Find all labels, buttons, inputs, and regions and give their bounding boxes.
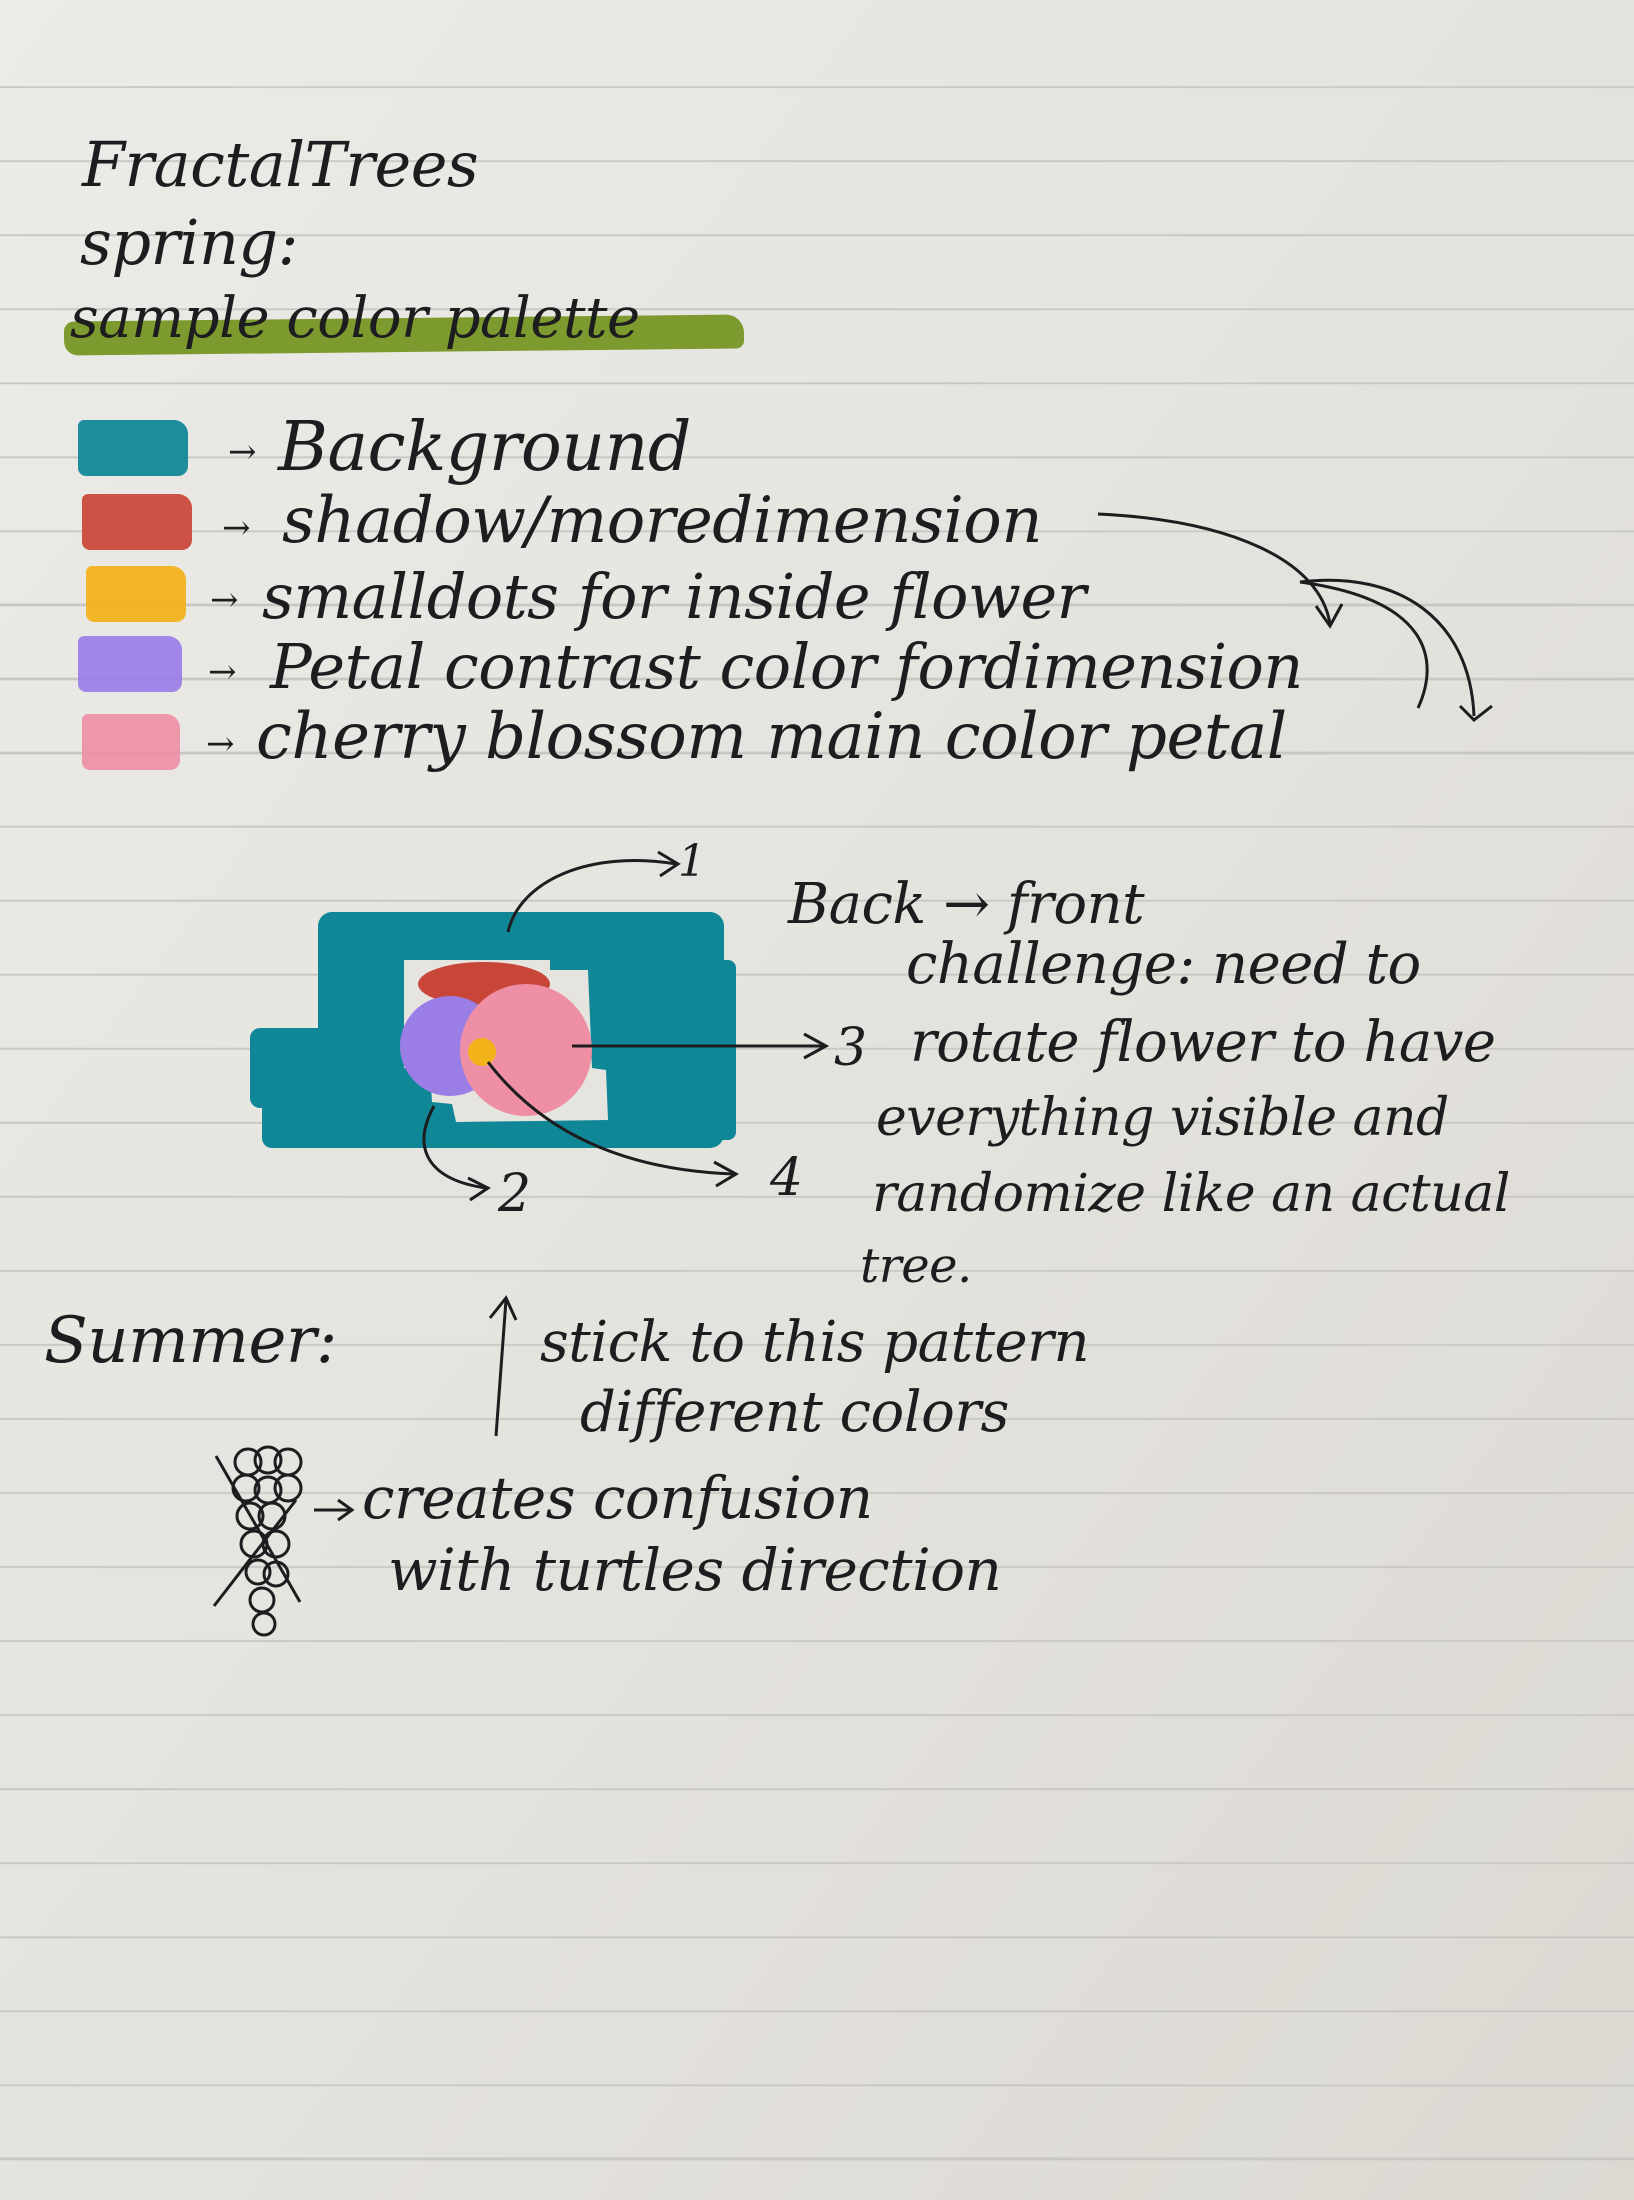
diagram-label-3: 3	[834, 1018, 867, 1078]
page-title: FractalTrees	[82, 128, 479, 201]
legend-label-cherry: cherry blossom main color petal	[256, 700, 1287, 774]
legend-arrow-icon: →	[208, 652, 237, 692]
note-line-5: randomize like an actual	[872, 1164, 1510, 1224]
crossed-note-line-2: with turtles direction	[388, 1536, 1002, 1604]
note-line-3: rotate flower to have	[910, 1010, 1496, 1075]
note-line-2: challenge: need to	[906, 932, 1421, 997]
crossed-loops-sketch	[212, 1445, 303, 1637]
yellow-dot	[468, 1038, 496, 1066]
note-line-6: tree.	[860, 1238, 972, 1294]
curved-arrow-icon	[1097, 512, 1332, 625]
pink-swatch	[82, 714, 180, 770]
legend-label-dots: smalldots for inside flower	[262, 560, 1086, 633]
legend-arrow-icon: →	[222, 508, 251, 548]
legend-label-shadow: shadow/moredimension	[282, 484, 1043, 558]
diagram-label-1: 1	[678, 836, 706, 887]
pink-petal	[460, 984, 592, 1116]
summer-note-line-1: stick to this pattern	[540, 1310, 1090, 1375]
summer-note-line-2: different colors	[580, 1380, 1009, 1445]
legend-arrow-icon: →	[206, 724, 235, 764]
teal-swatch	[78, 420, 188, 476]
up-arrow-icon	[494, 1299, 508, 1437]
legend-label-background: Background	[278, 408, 691, 487]
legend-label-petal-contrast: Petal contrast color fordimension	[270, 630, 1303, 703]
crossed-note-line-1: creates confusion	[362, 1464, 873, 1532]
legend-arrow-icon: →	[210, 580, 239, 620]
yellow-swatch	[86, 566, 186, 622]
purple-swatch	[78, 636, 182, 692]
curved-arrow-icon	[1299, 578, 1476, 717]
note-line-1: Back → front	[788, 872, 1145, 937]
red-swatch	[82, 494, 192, 550]
diagram-label-2: 2	[498, 1164, 531, 1224]
palette-subtitle: sample color palette	[70, 286, 640, 351]
legend-arrow-icon: →	[228, 432, 257, 472]
summer-heading: Summer:	[44, 1304, 337, 1378]
diagram-label-4: 4	[770, 1148, 803, 1208]
note-line-4: everything visible and	[876, 1088, 1449, 1148]
curved-arrow-icon	[1299, 580, 1429, 709]
spring-heading: spring:	[80, 206, 298, 279]
